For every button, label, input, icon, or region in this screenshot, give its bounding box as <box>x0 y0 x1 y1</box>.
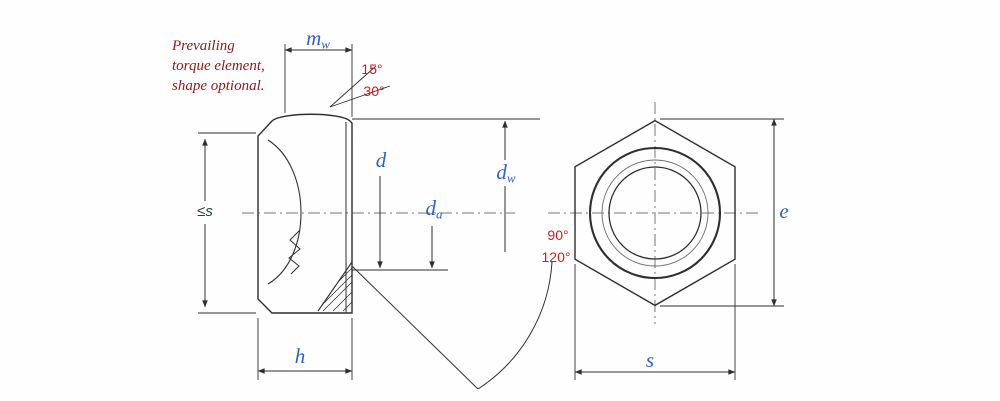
hatch-lines <box>322 267 353 312</box>
da-dimension-label: da <box>425 196 443 222</box>
angle-label-15: 15° <box>361 61 383 77</box>
e-dimension-label: e <box>779 199 789 223</box>
chamfer-angle-line <box>351 265 479 390</box>
angle-leader-line-2 <box>329 85 391 108</box>
s-dimension-label: s <box>645 348 655 372</box>
note-line-2: torque element, <box>172 58 265 74</box>
angle-leader-line-1 <box>329 65 377 108</box>
chamfer-angle-arc <box>477 261 553 390</box>
angle-label-120: 120° <box>541 249 571 265</box>
insert-zigzag-line <box>288 229 301 275</box>
hexagon-outline <box>574 119 736 307</box>
dw-dimension-label: dw <box>496 160 516 186</box>
prevailing-torque-note: Prevailing torque element, shape optiona… <box>172 36 312 96</box>
side-section-view <box>198 44 553 390</box>
note-line-1: Prevailing <box>172 38 235 54</box>
chamfer-circle <box>588 146 722 280</box>
nut-facet-arc <box>267 139 302 285</box>
h-dimension-label: h <box>294 344 306 368</box>
angle-label-30: 30° <box>363 83 385 99</box>
angle-label-90: 90° <box>547 227 569 243</box>
thread-major-circle <box>601 159 709 267</box>
front-view <box>548 102 784 380</box>
nut-outline <box>257 113 353 314</box>
thread-hole-circle <box>608 166 702 260</box>
mw-dimension-label: mw <box>306 26 330 52</box>
d-dimension-label: d <box>375 148 387 172</box>
smax-dimension-label: ≤s <box>186 203 224 220</box>
note-line-3: shape optional. <box>172 78 265 94</box>
